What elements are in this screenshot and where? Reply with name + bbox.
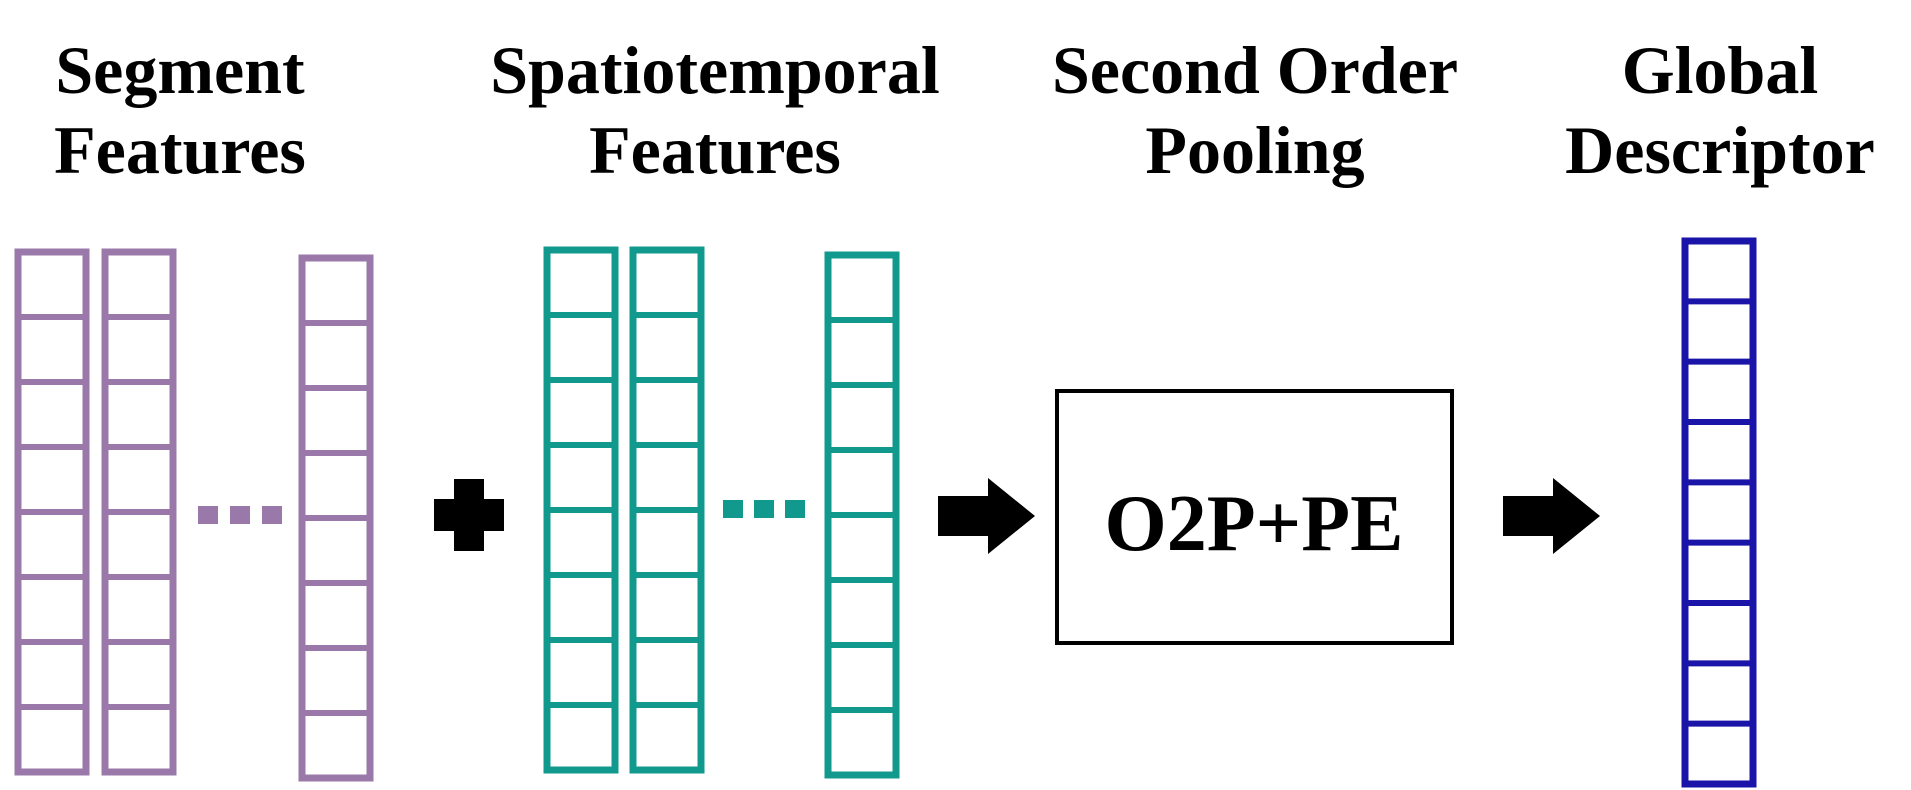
spatiotemporal-ellipsis-dot-1 <box>723 500 743 518</box>
plus-icon <box>434 479 504 551</box>
arrow-right-icon <box>938 478 1035 554</box>
spatiotemporal-feature-vectors <box>543 246 900 779</box>
o2p-pe-label: O2P+PE <box>1105 480 1404 568</box>
spatiotemporal-ellipsis-dot-2 <box>754 500 774 518</box>
segment-feature-vectors <box>14 248 374 782</box>
plus-icon-vertical <box>454 479 484 551</box>
heading-spatiotemporal-features: Spatiotemporal Features <box>470 30 960 190</box>
heading-segment-line2: Features <box>54 112 306 188</box>
heading-global-descriptor: Global Descriptor <box>1540 30 1900 190</box>
heading-descriptor-line1: Global <box>1621 32 1819 108</box>
global-descriptor-frame <box>1681 237 1757 788</box>
spatiotemporal-ellipsis <box>723 500 805 518</box>
spatiotemporal-ellipsis-dot-3 <box>785 500 805 518</box>
heading-spatiotemporal-line1: Spatiotemporal <box>490 32 940 108</box>
heading-pooling-line1: Second Order <box>1051 32 1459 108</box>
global-descriptor-vector <box>1681 237 1757 788</box>
heading-segment-line1: Segment <box>55 32 305 108</box>
segment-ellipsis-dot-2 <box>230 506 250 524</box>
segment-ellipsis-dot-1 <box>198 506 218 524</box>
heading-second-order-pooling: Second Order Pooling <box>1020 30 1490 190</box>
segment-ellipsis-dot-3 <box>262 506 282 524</box>
o2p-pe-box-frame <box>1055 389 1454 645</box>
heading-pooling-line2: Pooling <box>1145 112 1365 188</box>
heading-descriptor-line2: Descriptor <box>1565 112 1875 188</box>
arrow-right-icon <box>1503 478 1600 554</box>
segment-ellipsis <box>198 506 282 524</box>
heading-spatiotemporal-line2: Features <box>589 112 841 188</box>
heading-segment-features: Segment Features <box>30 30 330 190</box>
o2p-pe-box: O2P+PE <box>1055 389 1454 645</box>
